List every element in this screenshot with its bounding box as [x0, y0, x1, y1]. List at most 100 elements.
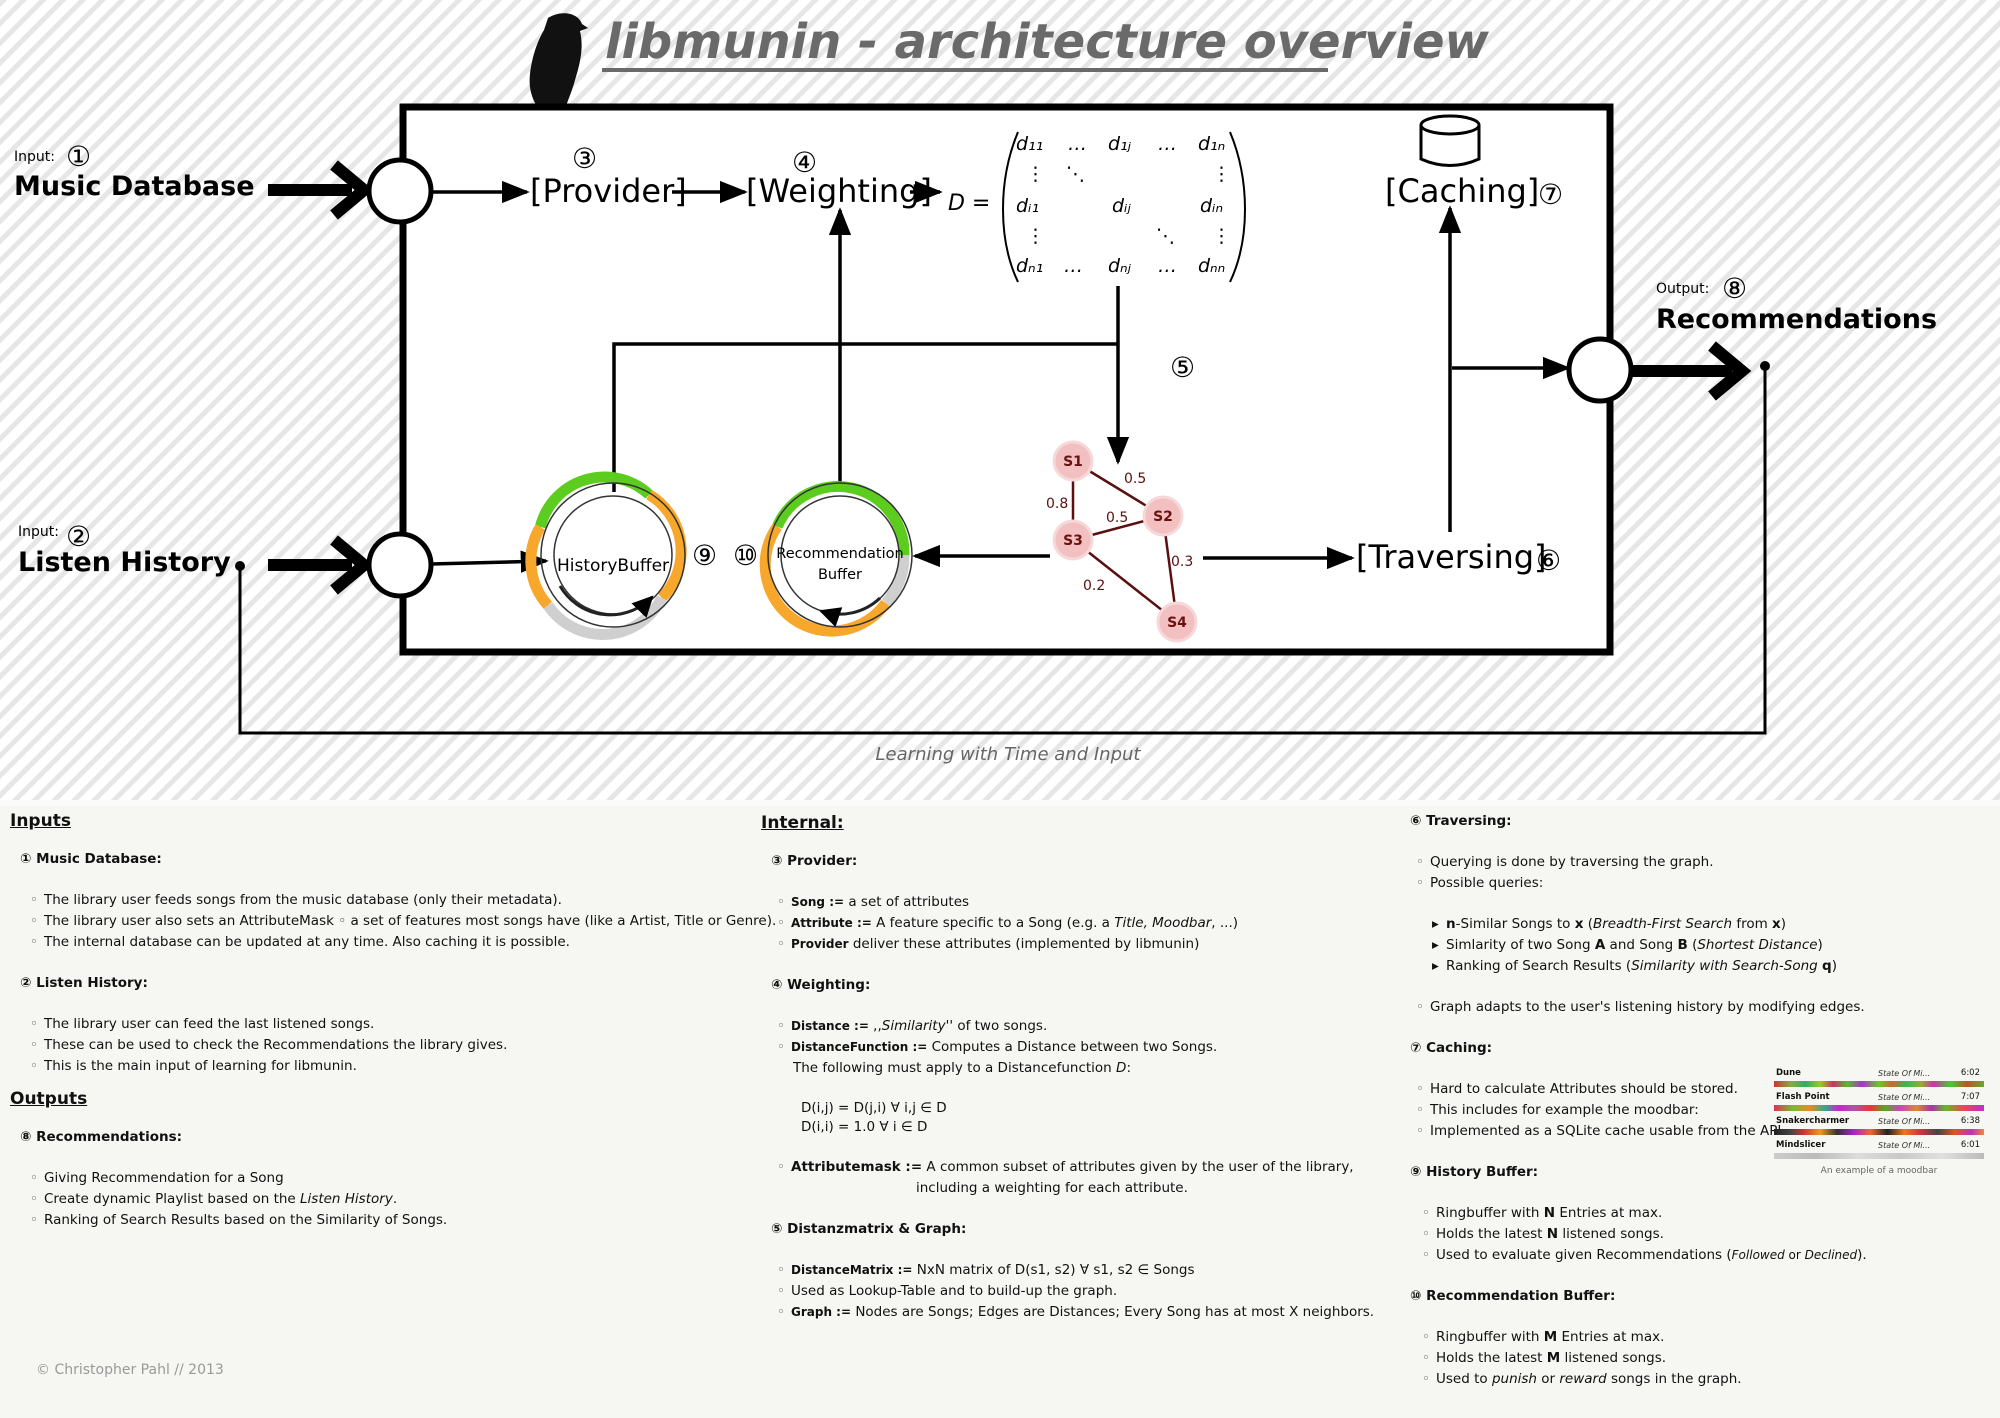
diagram-title: libmunin - architecture overview — [605, 14, 1490, 70]
queries-list: n-Similar Songs to x (Breadth-First Sear… — [1430, 914, 1990, 977]
graph-node — [1052, 519, 1094, 561]
outputs-heading: Outputs — [10, 1089, 88, 1109]
input2-port — [366, 531, 434, 599]
input2-tag: Input: — [18, 524, 59, 540]
notes-column-internal: Internal: ③ Provider: Song := a set of a… — [761, 813, 1401, 1323]
notes-column-io: Inputs ① Music Database: The library use… — [10, 811, 776, 1231]
text: listened songs. — [1560, 1350, 1667, 1366]
moodbar-row: Mindslicer State Of Mi... 6:01 — [1774, 1140, 1984, 1164]
history-buffer-outer — [540, 482, 686, 628]
text: A common subset of attributes given by t… — [922, 1159, 1354, 1175]
text: A — [1594, 937, 1606, 953]
text: Holds the latest — [1436, 1226, 1547, 1242]
track-album: State Of Mi... — [1878, 1093, 1931, 1102]
list-item: Provider deliver these attributes (imple… — [775, 934, 1401, 955]
edge-weight: 0.5 — [1106, 510, 1128, 526]
text: Entries at max. — [1557, 1329, 1665, 1345]
text: ,, — [868, 1018, 882, 1034]
core-box — [399, 103, 1614, 656]
track-time: 6:02 — [1960, 1068, 1980, 1078]
listen-history-list: The library user can feed the last liste… — [28, 1014, 750, 1077]
list-item: The library user also sets an AttributeM… — [28, 911, 776, 932]
matrix-cell: … — [1068, 133, 1087, 155]
text: deliver these attributes (implemented by… — [848, 936, 1200, 952]
track-album: State Of Mi... — [1878, 1069, 1931, 1078]
internal-heading: Internal: — [761, 813, 844, 833]
matrix-to-historybuffer-line — [612, 342, 1118, 492]
text: Followed — [1731, 1248, 1785, 1262]
matrix-left-paren — [1002, 131, 1019, 283]
track-name: Mindslicer — [1776, 1140, 1826, 1150]
track-time: 7:07 — [1960, 1092, 1980, 1102]
matrix-lhs: D = — [948, 191, 990, 216]
matrix-cell: dₙ₁ — [1016, 255, 1043, 277]
recommendation-buffer-rotation-arrow — [819, 596, 882, 628]
text: q — [1822, 958, 1832, 974]
matrix-cell: … — [1158, 255, 1177, 277]
text: Ringbuffer with — [1436, 1329, 1544, 1345]
text: ) — [1817, 937, 1823, 953]
traversing-number: ⑥ — [1536, 544, 1561, 577]
text: listened songs. — [1558, 1226, 1664, 1242]
music-db-heading: ① Music Database: — [20, 851, 162, 867]
text: Nodes are Songs; Edges are Distances; Ev… — [851, 1304, 1375, 1320]
text: -Similar Songs to — [1455, 916, 1575, 932]
moodbar-row: Flash Point State Of Mi... 7:07 — [1774, 1092, 1984, 1116]
list-item: Create dynamic Playlist based on the Lis… — [28, 1189, 750, 1210]
text: from — [1732, 916, 1773, 932]
track-time: 6:01 — [1960, 1140, 1980, 1150]
track-name: Dune — [1776, 1068, 1801, 1078]
track-name: Snakercharmer — [1776, 1116, 1850, 1126]
feedback-loop-start-dot — [1760, 361, 1770, 371]
text: Simlarity of two Song — [1446, 937, 1595, 953]
recommendation-buffer-list: Ringbuffer with M Entries at max. Holds … — [1420, 1327, 1990, 1390]
raven-icon — [529, 13, 588, 129]
matrix-cell: … — [1158, 133, 1177, 155]
text: Shortest Distance — [1697, 937, 1818, 953]
track-name: Flash Point — [1776, 1092, 1830, 1102]
caching-list: Hard to calculate Attributes should be s… — [1414, 1079, 1990, 1142]
listen-history-heading: ② Listen History: — [20, 975, 148, 991]
text: NxN matrix of D(s1, s2) ∀ s1, s2 ∈ Songs — [912, 1262, 1195, 1278]
list-item: Querying is done by traversing the graph… — [1414, 852, 1990, 873]
list-item: n-Similar Songs to x (Breadth-First Sear… — [1430, 914, 1990, 935]
weighting-list: Distance := ,,Similarity'' of two songs.… — [775, 1016, 1401, 1058]
history-buffer-rotation-arrow — [558, 585, 654, 618]
text: D — [1116, 1060, 1127, 1076]
notes-section: Inputs ① Music Database: The library use… — [0, 806, 2000, 1418]
graph-node — [1142, 495, 1184, 537]
text: Similarity with Search-Song — [1631, 958, 1823, 974]
recommendation-buffer-label: Buffer — [818, 567, 862, 583]
edge-weight: 0.8 — [1046, 496, 1068, 512]
text: ) — [1780, 916, 1787, 932]
list-item: These can be used to check the Recommend… — [28, 1035, 750, 1056]
text: a set of attributes — [844, 894, 970, 910]
input1-tag: Input: — [14, 149, 55, 165]
text: M — [1543, 1329, 1558, 1345]
database-icon — [1419, 114, 1481, 167]
list-item: This includes for example the moodbar: — [1414, 1100, 1990, 1121]
graph-node — [1156, 601, 1198, 643]
text: Declined — [1804, 1248, 1858, 1262]
recommendation-buffer-heading: ⑩ Recommendation Buffer: — [1410, 1288, 1616, 1304]
provider-label: [Provider] — [530, 172, 687, 210]
recommendation-buffer-label: Recommendation — [776, 546, 903, 562]
text: Ringbuffer with — [1436, 1205, 1544, 1221]
list-item: Ringbuffer with M Entries at max. — [1420, 1327, 1990, 1348]
text: x — [1772, 916, 1781, 932]
caching-label: [Caching] — [1385, 172, 1539, 210]
list-item: Attributemask := A common subset of attr… — [775, 1157, 1401, 1178]
output-arrow — [1632, 341, 1752, 401]
text: Breadth-First Search — [1593, 916, 1733, 932]
caching-number: ⑦ — [1538, 178, 1563, 211]
traversing-list: Querying is done by traversing the graph… — [1414, 852, 1990, 894]
list-item: DistanceFunction := Computes a Distance … — [775, 1037, 1401, 1058]
graph-node — [1052, 440, 1094, 482]
graph-node-label: S4 — [1167, 615, 1187, 631]
text: N — [1543, 1205, 1556, 1221]
text: . — [392, 1191, 398, 1207]
notes-column-components: ⑥ Traversing: Querying is done by traver… — [1410, 811, 1990, 1390]
input2-name: Listen History — [18, 547, 231, 578]
music-db-list: The library user feeds songs from the mu… — [28, 890, 776, 953]
distfn-note: The following must apply to a Distancefu… — [793, 1058, 1401, 1079]
